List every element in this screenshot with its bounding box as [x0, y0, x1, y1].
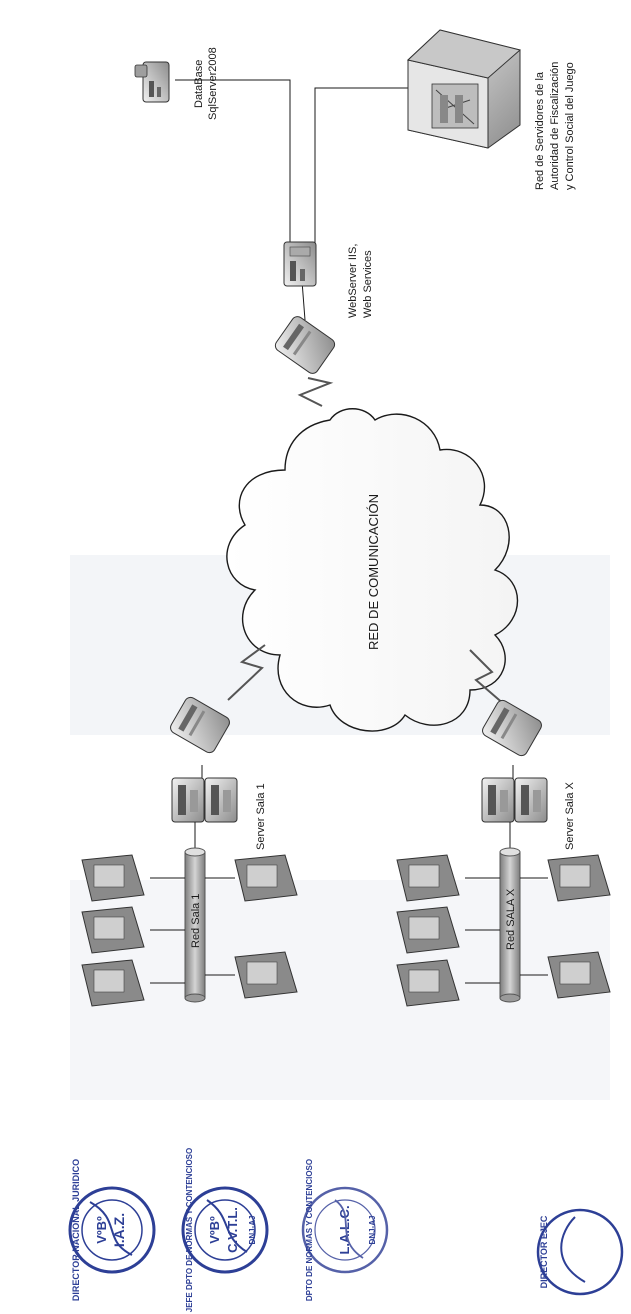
seal-ring-text: DPTO DE NORMAS Y CONTENCIOSO [305, 1159, 314, 1301]
router-icon [482, 699, 542, 757]
server-network-label-line3: y Control Social del Juego [564, 62, 576, 190]
gaming-terminal-icon [234, 854, 298, 902]
seal-side-text: DNJ-AJ [248, 1216, 257, 1245]
router-icon [170, 696, 230, 754]
gaming-terminal-icon [547, 951, 611, 999]
seal-initials: C.V.T.L. [225, 1207, 240, 1253]
database-label-line1: DataBase [193, 60, 205, 108]
signature-scribble [560, 1216, 586, 1283]
gaming-terminal-icon [547, 854, 611, 902]
server-network-label-line2: Autoridad de Fiscalización [549, 62, 561, 190]
link-webserver-server-network [300, 87, 410, 256]
gaming-terminal-icon [81, 854, 145, 902]
seal-director-juridico: DIRECTOR NACIONAL JURIDICO VºBº I.A.Z. [68, 1159, 156, 1301]
gaming-terminal-icon [81, 906, 145, 954]
gaming-terminal-icon [81, 959, 145, 1007]
database-server-icon [134, 61, 170, 103]
salax-network-label: Red SALA X [505, 888, 517, 950]
signature-scribble [206, 1199, 248, 1253]
server-network-label-line1: Red de Servidores de la [534, 71, 546, 190]
sala1-network-label: Red Sala 1 [190, 894, 202, 948]
gaming-terminal-icon [234, 951, 298, 999]
seal-approval-text: VºBº [94, 1216, 109, 1244]
router-icon [274, 316, 336, 374]
salax-server-icon [481, 777, 548, 823]
seal-director-ejecutivo: DIRECTOR EJEC [536, 1208, 624, 1296]
salax-server-label: Server Sala X [564, 781, 576, 850]
webserver-icon [283, 241, 317, 287]
sala1-server-label: Server Sala 1 [255, 783, 267, 850]
signature-scribble [334, 1199, 364, 1259]
seal-approval-text: VºBº [207, 1216, 222, 1244]
gaming-terminal-icon [396, 906, 460, 954]
sala1-server-icon [171, 777, 238, 823]
seal-jefe-normas: JEFE DPTO DE NORMAS Y CONTENCIOSO VºBº C… [181, 1148, 269, 1312]
signature-scribble [89, 1201, 133, 1256]
gaming-terminal-icon [396, 959, 460, 1007]
salax-network-bus [499, 847, 521, 1003]
seal-side-text: DNJ-AJ [368, 1216, 377, 1245]
cloud-label: RED DE COMUNICACIÓN [366, 494, 381, 650]
seal-ring-text: DIRECTOR NACIONAL JURIDICO [71, 1159, 81, 1301]
wireless-link-icon [227, 644, 266, 701]
database-label-line2: SqlServer2008 [207, 47, 219, 120]
webserver-label-line1: WebServer IIS, [347, 244, 359, 318]
seal-ring-text: DIRECTOR EJEC [539, 1215, 549, 1288]
webserver-label-line2: Web Services [362, 250, 374, 318]
seal-initials: I.A.Z. [111, 1213, 127, 1247]
gaming-terminal-icon [396, 854, 460, 902]
communication-cloud [226, 408, 519, 732]
background-band [70, 880, 610, 1100]
wireless-link-icon [469, 649, 506, 706]
sala1-network-bus [184, 847, 206, 1003]
seal-ring-text: JEFE DPTO DE NORMAS Y CONTENCIOSO [185, 1148, 194, 1312]
seal-dpto-normas: DPTO DE NORMAS Y CONTENCIOSO L.A.L.C. DN… [301, 1159, 389, 1301]
server-rack-icon [406, 29, 522, 149]
wireless-link-icon [297, 377, 334, 407]
